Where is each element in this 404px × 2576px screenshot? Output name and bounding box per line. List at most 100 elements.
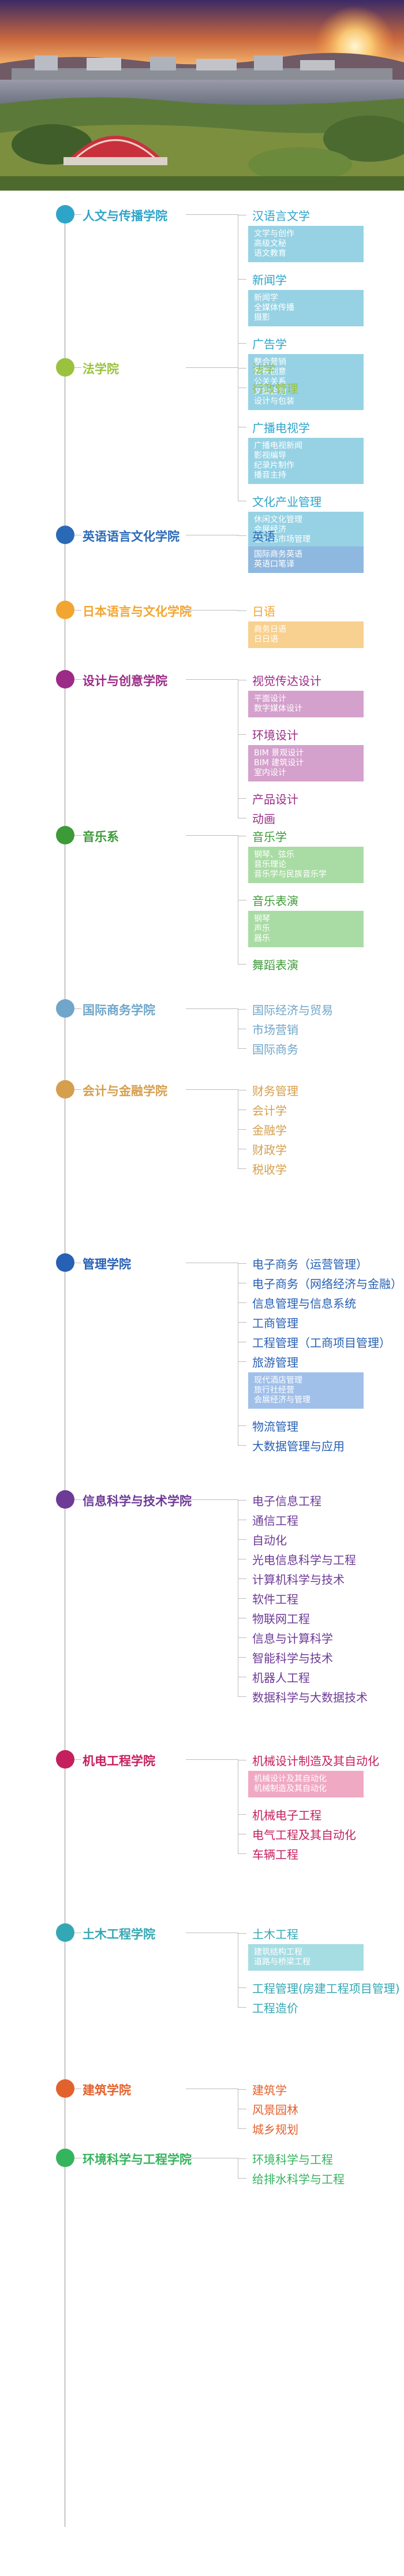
major-item[interactable]: 光电信息科学与工程 [238,1549,356,1569]
major-label[interactable]: 汉语言文学 [252,209,310,223]
college-name[interactable]: 会计与金融学院 [83,1084,167,1098]
major-item[interactable]: 工程管理（工商项目管理） [238,1332,391,1352]
major-item[interactable]: 广告学 [238,333,287,353]
major-item[interactable]: 建筑学 [238,2079,287,2099]
college-name[interactable]: 土木工程学院 [83,1927,155,1941]
major-label[interactable]: 电子商务（网络经济与金融） [252,1276,402,1291]
major-item[interactable]: 旅游管理 [238,1352,298,1371]
major-item[interactable]: 文化产业管理 [238,491,321,511]
major-item[interactable]: 舞蹈表演 [238,954,298,974]
major-label[interactable]: 新闻学 [252,273,287,287]
major-item[interactable]: 动画 [238,808,275,828]
major-label[interactable]: 大数据管理与应用 [252,1439,345,1453]
major-item[interactable]: 环境设计 [238,724,298,744]
major-label[interactable]: 工商管理 [252,1316,298,1330]
major-label[interactable]: 财政学 [252,1142,287,1157]
major-label[interactable]: 金融学 [252,1123,287,1137]
major-label[interactable]: 信息与计算科学 [252,1631,333,1646]
major-item[interactable]: 行政管理 [238,378,298,397]
major-item[interactable]: 产品设计 [238,788,298,808]
college-name[interactable]: 管理学院 [83,1257,131,1271]
major-label[interactable]: 物联网工程 [252,1611,310,1626]
major-label[interactable]: 法学 [252,362,275,376]
major-item[interactable]: 音乐学 [238,826,287,846]
major-label[interactable]: 会计学 [252,1103,287,1118]
major-label[interactable]: 产品设计 [252,792,298,806]
major-label[interactable]: 国际经济与贸易 [252,1003,333,1017]
major-item[interactable]: 工程造价 [238,1997,298,2017]
major-label[interactable]: 车辆工程 [252,1847,298,1862]
major-item[interactable]: 大数据管理与应用 [238,1435,345,1455]
major-item[interactable]: 金融学 [238,1119,287,1139]
major-label[interactable]: 电子商务（运营管理） [252,1257,368,1271]
major-label[interactable]: 物流管理 [252,1419,298,1434]
major-item[interactable]: 物联网工程 [238,1608,310,1628]
major-label[interactable]: 机械设计制造及其自动化 [252,1754,379,1768]
major-item[interactable]: 电子商务（运营管理） [238,1253,368,1273]
college-name[interactable]: 日本语言与文化学院 [83,605,192,619]
major-item[interactable]: 机械电子工程 [238,1804,321,1824]
major-item[interactable]: 给排水科学与工程 [238,2168,345,2188]
major-item[interactable]: 软件工程 [238,1588,298,1608]
major-item[interactable]: 会计学 [238,1100,287,1119]
major-label[interactable]: 风景园林 [252,2102,298,2117]
major-label[interactable]: 机器人工程 [252,1670,310,1685]
major-item[interactable]: 工程管理(房建工程项目管理) [238,1978,400,1997]
major-item[interactable]: 音乐表演 [238,890,298,910]
college-name[interactable]: 音乐系 [83,830,119,844]
major-label[interactable]: 舞蹈表演 [252,958,298,972]
major-item[interactable]: 电子信息工程 [238,1490,321,1510]
major-item[interactable]: 信息管理与信息系统 [238,1293,356,1312]
major-label[interactable]: 电子信息工程 [252,1494,321,1508]
major-label[interactable]: 信息管理与信息系统 [252,1296,356,1311]
major-item[interactable]: 土木工程 [238,1923,298,1943]
major-item[interactable]: 通信工程 [238,1510,298,1529]
major-label[interactable]: 财务管理 [252,1084,298,1098]
college-name[interactable]: 机电工程学院 [83,1754,155,1768]
major-label[interactable]: 软件工程 [252,1592,298,1606]
major-item[interactable]: 城乡规划 [238,2119,298,2138]
major-item[interactable]: 财务管理 [238,1080,298,1100]
major-label[interactable]: 日语 [252,604,275,619]
major-label[interactable]: 环境设计 [252,728,298,742]
major-label[interactable]: 音乐表演 [252,894,298,908]
major-label[interactable]: 工程管理(房建工程项目管理) [252,1981,400,1996]
major-label[interactable]: 计算机科学与技术 [252,1572,345,1587]
major-item[interactable]: 视觉传达设计 [238,670,321,690]
major-item[interactable]: 英语 [238,526,275,545]
major-item[interactable]: 日语 [238,601,275,620]
major-item[interactable]: 数据科学与大数据技术 [238,1687,368,1706]
major-label[interactable]: 通信工程 [252,1513,298,1528]
major-label[interactable]: 旅游管理 [252,1355,298,1369]
college-name[interactable]: 建筑学院 [83,2083,131,2097]
major-label[interactable]: 广播电视学 [252,420,310,435]
major-label[interactable]: 建筑学 [252,2083,287,2097]
major-item[interactable]: 风景园林 [238,2099,298,2119]
major-item[interactable]: 智能科学与技术 [238,1647,333,1667]
college-name[interactable]: 设计与创意学院 [83,674,167,688]
college-name[interactable]: 人文与传播学院 [83,209,167,223]
major-label[interactable]: 音乐学 [252,829,287,844]
major-item[interactable]: 汉语言文学 [238,205,310,225]
major-item[interactable]: 税收学 [238,1159,287,1178]
college-name[interactable]: 信息科学与技术学院 [83,1494,192,1508]
major-label[interactable]: 行政管理 [252,381,298,396]
major-item[interactable]: 新闻学 [238,269,287,289]
major-label[interactable]: 英语 [252,529,275,544]
major-item[interactable]: 计算机科学与技术 [238,1569,345,1588]
major-item[interactable]: 广播电视学 [238,417,310,437]
major-item[interactable]: 电气工程及其自动化 [238,1824,356,1844]
major-item[interactable]: 环境科学与工程 [238,2149,333,2168]
major-label[interactable]: 给排水科学与工程 [252,2172,345,2186]
major-item[interactable]: 市场营销 [238,1019,298,1038]
major-label[interactable]: 广告学 [252,337,287,351]
major-item[interactable]: 车辆工程 [238,1844,298,1863]
major-item[interactable]: 法学 [238,358,275,378]
major-label[interactable]: 文化产业管理 [252,494,321,509]
major-item[interactable]: 机械设计制造及其自动化 [238,1750,379,1770]
college-name[interactable]: 国际商务学院 [83,1003,155,1017]
major-label[interactable]: 视觉传达设计 [252,673,321,688]
major-label[interactable]: 自动化 [252,1533,287,1547]
major-label[interactable]: 动画 [252,811,275,826]
major-item[interactable]: 物流管理 [238,1416,298,1435]
